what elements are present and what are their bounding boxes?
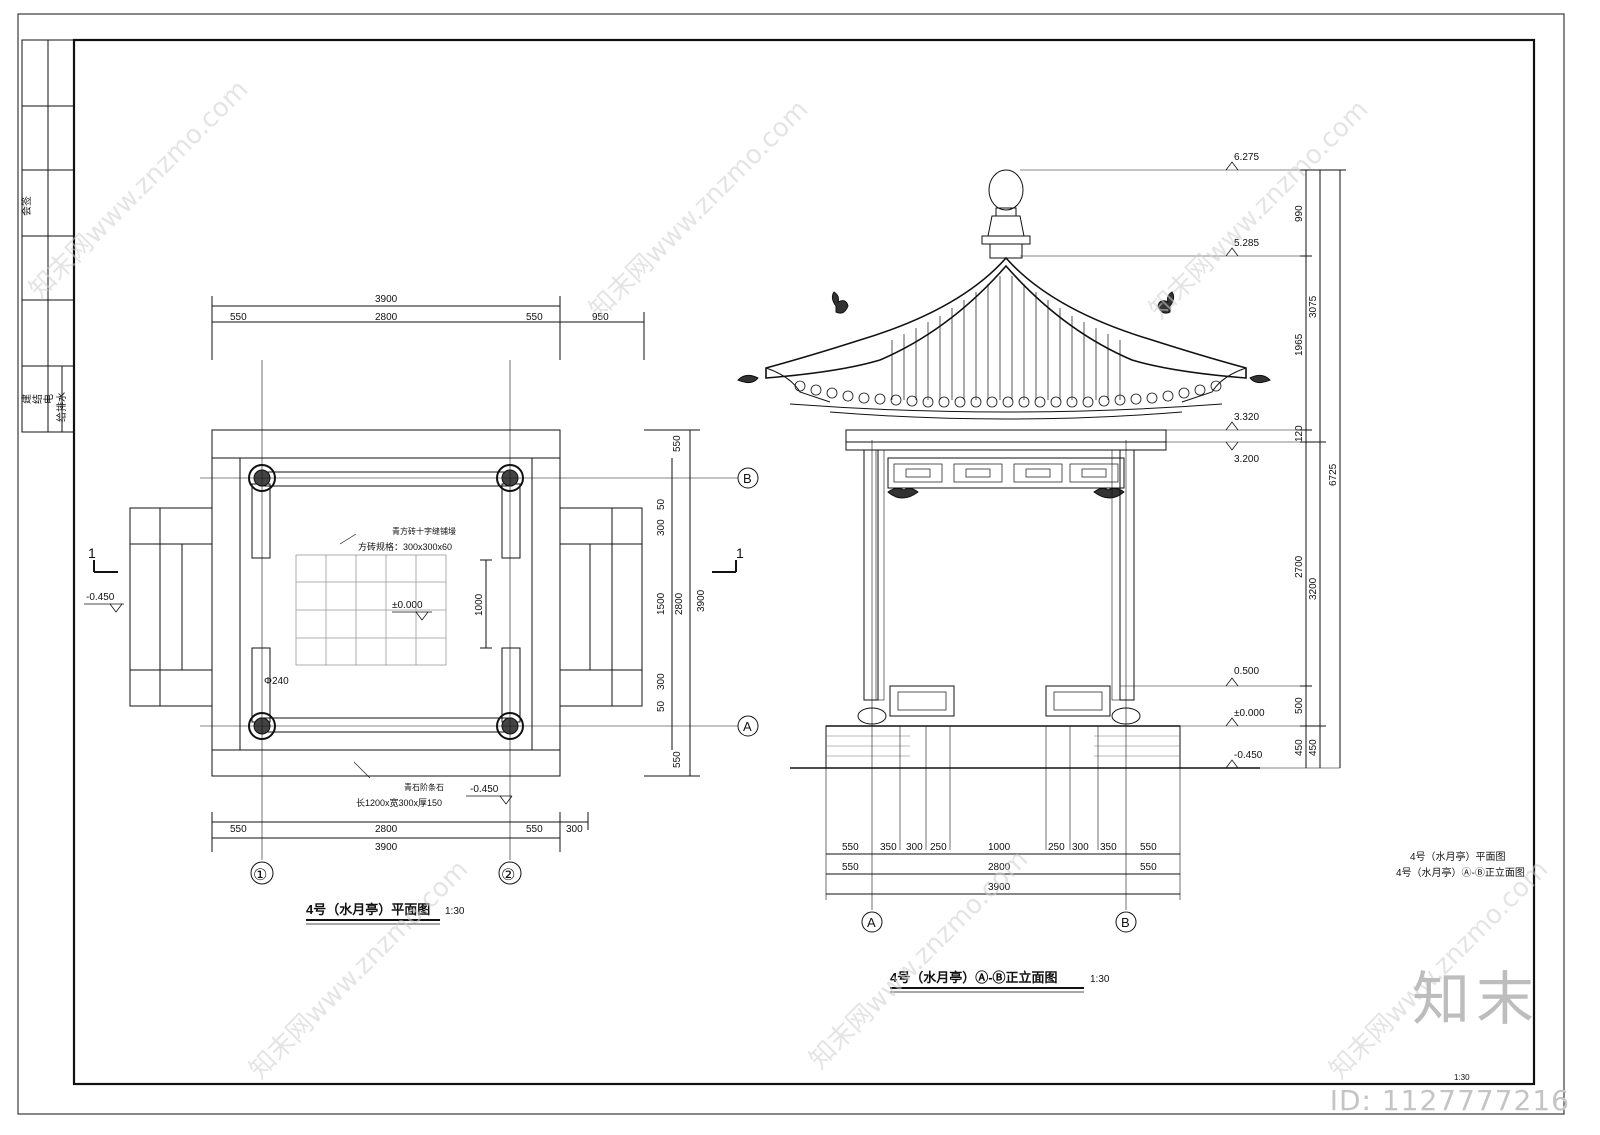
plan-axis-1: ① <box>253 867 267 884</box>
plan-section-left: 1 <box>88 545 96 561</box>
elev-bottom-4: 250 <box>930 842 947 853</box>
plan-section-right: 1 <box>736 545 744 561</box>
elev-axis-a: A <box>867 915 876 930</box>
elev-rdim-2: 1965 <box>1294 333 1305 356</box>
inner-frame <box>72 38 1536 1086</box>
elev-rdim-4: 2700 <box>1294 555 1305 578</box>
plan-axis-a: A <box>743 719 752 734</box>
plan-note-kerb-title: 青石阶条石 <box>404 782 444 792</box>
plan-top-dim-1: 550 <box>230 312 247 323</box>
elev-scale: 1:30 <box>1090 974 1110 985</box>
legend-line-1: 4号（水月亭）平面图 <box>1410 850 1506 863</box>
elev-bottom2-1: 550 <box>842 862 859 873</box>
plan-level-center: ±0.000 <box>392 600 423 611</box>
plan-drawing: 3900 550 2800 550 950 <box>84 294 759 925</box>
sheet-legend: 4号（水月亭）平面图 4号（水月亭）Ⓐ-Ⓑ正立面图 1:30 <box>1396 850 1525 1082</box>
elev-axis-b: B <box>1121 915 1130 930</box>
elev-level-7: -0.450 <box>1234 750 1263 761</box>
tb-cell-3: 电 <box>42 394 55 404</box>
title-block: 会签 建 结 电 给排水 <box>20 39 75 433</box>
plan-bottom-total: 3900 <box>375 842 398 853</box>
elev-bottom-2: 350 <box>880 842 897 853</box>
plan-title: 4号（水月亭）平面图 <box>306 902 430 917</box>
elev-bottom-7: 300 <box>1072 842 1089 853</box>
watermark-layer: 知末网www.znzmo.com 知末网www.znzmo.com 知末网www… <box>24 74 1555 1085</box>
plan-top-dim-2: 2800 <box>375 312 398 323</box>
elev-rdim-1: 990 <box>1294 205 1305 222</box>
elev-level-3: 3.320 <box>1234 412 1259 423</box>
plan-right-outer-1: 550 <box>672 435 683 452</box>
elev-rdim-3: 120 <box>1294 425 1305 442</box>
plan-right-inner-2: 300 <box>656 519 667 536</box>
elev-rdim-5: 500 <box>1294 697 1305 714</box>
elev-level-5: 0.500 <box>1234 666 1259 677</box>
watermark-text: 知末网www.znzmo.com <box>24 74 255 305</box>
sign-label: 会签 <box>20 196 33 216</box>
plan-level-bottom: -0.450 <box>470 784 499 795</box>
plan-right-inner-4: 2800 <box>674 592 685 615</box>
elevation-drawing: 550 350 300 250 1000 250 300 350 550 550… <box>737 152 1346 993</box>
plan-bottom-dim-2: 2800 <box>375 824 398 835</box>
plan-axis-b: B <box>743 471 752 486</box>
plan-level-left: -0.450 <box>86 592 115 603</box>
outer-frame <box>17 13 1565 1115</box>
watermark-text: 知末网www.znzmo.com <box>804 844 1035 1075</box>
legend-scale: 1:30 <box>1454 1073 1470 1082</box>
tb-cell-2: 结 <box>31 394 44 404</box>
plan-note-column: Φ240 <box>264 676 289 687</box>
elev-bottom-6: 250 <box>1048 842 1065 853</box>
plan-note-floor-spec: 方砖规格：300x300x60 <box>358 541 452 552</box>
plan-axis-2: ② <box>501 867 515 884</box>
plan-bottom-dim-4: 300 <box>566 824 583 835</box>
elev-rdim-outer-3: 450 <box>1308 739 1319 756</box>
elev-bottom-9: 550 <box>1140 842 1157 853</box>
plan-bottom-dim-3: 550 <box>526 824 543 835</box>
plan-bottom-dim-1: 550 <box>230 824 247 835</box>
elev-bottom-5: 1000 <box>988 842 1011 853</box>
plan-top-total: 3900 <box>375 294 398 305</box>
elev-rdim-outer-2: 3200 <box>1308 577 1319 600</box>
plan-note-kerb-spec: 长1200x宽300x厚150 <box>356 797 442 808</box>
elev-bottom-3: 300 <box>906 842 923 853</box>
elev-rdim-total: 6725 <box>1328 463 1339 486</box>
plan-top-dim-3: 550 <box>526 312 543 323</box>
watermark-id: ID: 1127777216 <box>1329 1084 1570 1117</box>
plan-right-outer-3: 550 <box>672 751 683 768</box>
tb-cell-1: 建 <box>20 394 33 404</box>
tb-cell-4: 给排水 <box>55 392 68 422</box>
plan-right-inner-6: 50 <box>656 700 667 712</box>
elev-level-4: 3.200 <box>1234 454 1259 465</box>
elev-level-1: 6.275 <box>1234 152 1259 163</box>
elev-title: 4号（水月亭）Ⓐ-Ⓑ正立面图 <box>890 970 1058 985</box>
plan-right-inner-5: 300 <box>656 673 667 690</box>
plan-inner-1000: 1000 <box>474 593 485 616</box>
plan-note-floor-title: 青方砖十字缝铺墁 <box>392 526 456 536</box>
elev-bottom-8: 350 <box>1100 842 1117 853</box>
watermark-logo: 知末 <box>1411 965 1540 1033</box>
plan-scale: 1:30 <box>445 906 465 917</box>
plan-top-dim-4: 950 <box>592 312 609 323</box>
elev-bottom2-2: 2800 <box>988 862 1011 873</box>
legend-line-2: 4号（水月亭）Ⓐ-Ⓑ正立面图 <box>1396 866 1525 879</box>
elev-bottom-1: 550 <box>842 842 859 853</box>
elev-bottom-total: 3900 <box>988 882 1011 893</box>
plan-right-outer-2: 3900 <box>696 589 707 612</box>
elev-rdim-6: 450 <box>1294 739 1305 756</box>
plan-right-inner-1: 50 <box>656 498 667 510</box>
elev-bottom2-3: 550 <box>1140 862 1157 873</box>
elev-rdim-outer-1: 3075 <box>1308 295 1319 318</box>
watermark-text: 知末网www.znzmo.com <box>584 94 815 325</box>
elev-level-6: ±0.000 <box>1234 708 1265 719</box>
elev-level-2: 5.285 <box>1234 238 1259 249</box>
plan-right-inner-3: 1500 <box>656 592 667 615</box>
watermark-text: 知末网www.znzmo.com <box>244 854 475 1085</box>
